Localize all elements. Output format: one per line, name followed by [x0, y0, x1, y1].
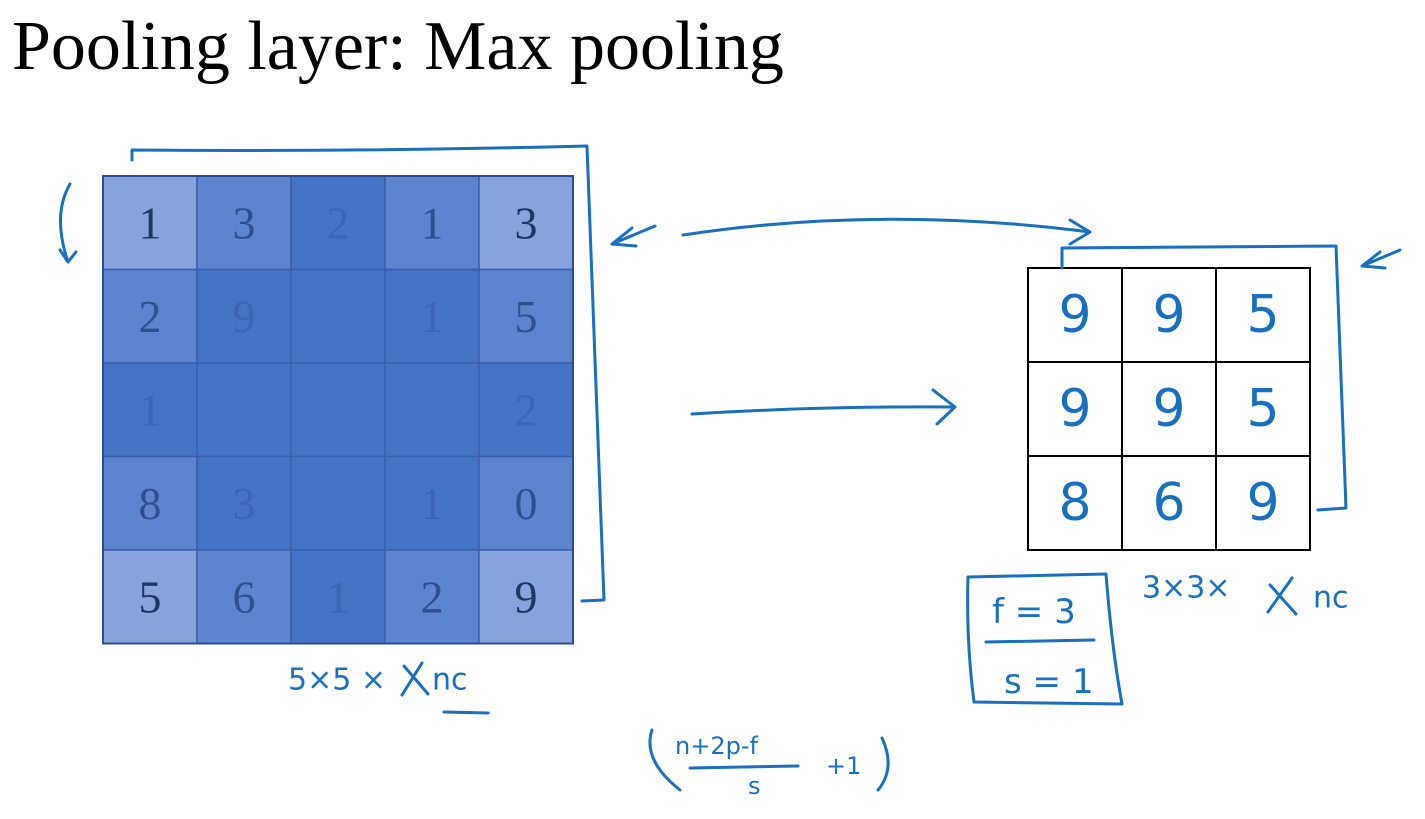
- input-value-r0-c3: 1: [421, 197, 444, 248]
- input-cell-r2-c3: [384, 362, 480, 458]
- input-cell-r4-c2: [290, 549, 386, 645]
- input-cell-r2-c1: [196, 362, 292, 458]
- input-cell-r1-c3: [384, 268, 480, 364]
- output-value-r1-c1: 9: [1152, 379, 1185, 439]
- input-cell-r4-c0: [102, 549, 198, 645]
- output-bracket: [1060, 244, 1348, 512]
- formula-left-bracket: [648, 728, 682, 792]
- input-value-r2-c4: 2: [515, 384, 538, 435]
- input-cell-r4-c1: [196, 549, 292, 645]
- output-cell-r2-c1: [1121, 455, 1217, 551]
- input-value-r4-c3: 2: [421, 571, 444, 622]
- input-cell-r3-c0: [102, 455, 198, 551]
- output-value-r1-c2: 5: [1246, 379, 1279, 439]
- straight-arrow: [690, 388, 957, 426]
- input-value-r0-c2: 2: [327, 197, 350, 248]
- output-cell-r0-c2: [1215, 267, 1311, 363]
- input-value-r0-c0: 1: [139, 197, 162, 248]
- input-value-r3-c4: 0: [515, 478, 538, 529]
- input-value-r1-c0: 2: [139, 291, 162, 342]
- input-value-r3-c3: 1: [421, 478, 444, 529]
- input-value-r4-c4: 9: [515, 571, 538, 622]
- input-cell-r1-c2: [290, 268, 386, 364]
- formula-plus-one: +1: [826, 752, 861, 780]
- formula-fraction-bar: [688, 764, 800, 770]
- formula-numerator: n+2p-f: [675, 732, 758, 760]
- input-value-r4-c1: 6: [233, 571, 256, 622]
- formula-denominator: s: [748, 772, 761, 800]
- formula-right-bracket: [876, 736, 890, 792]
- page-title: Pooling layer: Max pooling: [12, 8, 784, 85]
- output-cell-r1-c1: [1121, 361, 1217, 457]
- curved-arrow: [681, 217, 1092, 246]
- input-bracket: [130, 144, 606, 603]
- output-value-r1-c0: 9: [1058, 379, 1091, 439]
- input-channels-strike: [400, 661, 430, 697]
- input-dims-label: 5×5 ×: [288, 663, 386, 698]
- output-value-r0-c0: 9: [1058, 285, 1091, 345]
- input-value-r4-c0: 5: [139, 571, 162, 622]
- input-value-r3-c1: 3: [233, 478, 256, 529]
- stride-label: s = 1: [1004, 662, 1093, 702]
- input-channels-underline: [442, 710, 490, 715]
- input-value-r2-c0: 1: [139, 384, 162, 435]
- input-cell-r1-c1: [196, 268, 292, 364]
- input-cell-r4-c4: [478, 549, 574, 645]
- hyperparam-divider: [984, 638, 1096, 644]
- input-value-r0-c1: 3: [233, 197, 256, 248]
- output-value-r2-c1: 6: [1152, 473, 1185, 533]
- input-cell-r4-c3: [384, 549, 480, 645]
- output-value-r2-c2: 9: [1246, 473, 1279, 533]
- output-dims-label: 3×3×: [1142, 571, 1230, 606]
- output-pointer-arrow: [1360, 248, 1402, 270]
- input-value-r3-c0: 8: [139, 478, 162, 529]
- output-cell-r2-c2: [1215, 455, 1311, 551]
- input-pointer-arrow: [610, 224, 657, 248]
- hyperparam-box: [966, 572, 1124, 706]
- output-value-r2-c0: 8: [1058, 473, 1091, 533]
- output-value-r0-c2: 5: [1246, 285, 1279, 345]
- output-matrix: 9 9 5 9 9 5 8 6 9: [1027, 267, 1311, 551]
- input-value-r1-c3: 1: [421, 291, 444, 342]
- input-cell-r2-c0: [102, 362, 198, 458]
- input-cell-r1-c4: [478, 268, 574, 364]
- input-value-r0-c4: 3: [515, 197, 538, 248]
- input-cell-r0-c2: [290, 175, 386, 271]
- input-value-r1-c1: 9: [233, 291, 256, 342]
- output-channels-strike: [1266, 576, 1298, 616]
- input-channels-label: nc: [432, 663, 468, 698]
- input-cell-r0-c0: [102, 175, 198, 271]
- input-matrix: 1 3 2 1 3 2 9 1 5 1 2 8 3 1 0 5 6 1 2 9: [102, 175, 574, 645]
- output-channels-label: nc: [1313, 581, 1349, 616]
- output-cell-r1-c2: [1215, 361, 1311, 457]
- input-matrix-border: [102, 175, 574, 645]
- rotate-arrow-icon: [58, 182, 78, 264]
- output-cell-r2-c0: [1027, 455, 1123, 551]
- input-cell-r2-c2: [290, 362, 386, 458]
- input-value-r4-c2: 1: [327, 571, 350, 622]
- filter-size-label: f = 3: [992, 592, 1076, 632]
- input-cell-r3-c3: [384, 455, 480, 551]
- input-cell-r3-c4: [478, 455, 574, 551]
- input-cell-r3-c1: [196, 455, 292, 551]
- input-cell-r3-c2: [290, 455, 386, 551]
- input-value-r1-c4: 5: [515, 291, 538, 342]
- output-value-r0-c1: 9: [1152, 285, 1185, 345]
